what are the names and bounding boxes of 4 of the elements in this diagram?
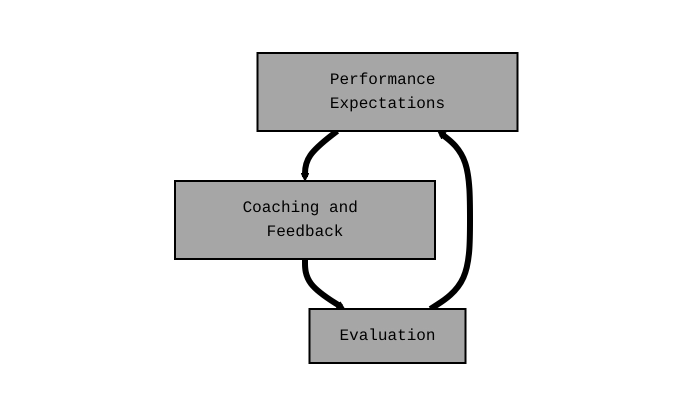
node-box: Evaluation (308, 308, 467, 364)
node-box: Performance Expectations (256, 52, 519, 132)
node-box: Coaching and Feedback (174, 180, 436, 260)
arrow (302, 259, 346, 310)
